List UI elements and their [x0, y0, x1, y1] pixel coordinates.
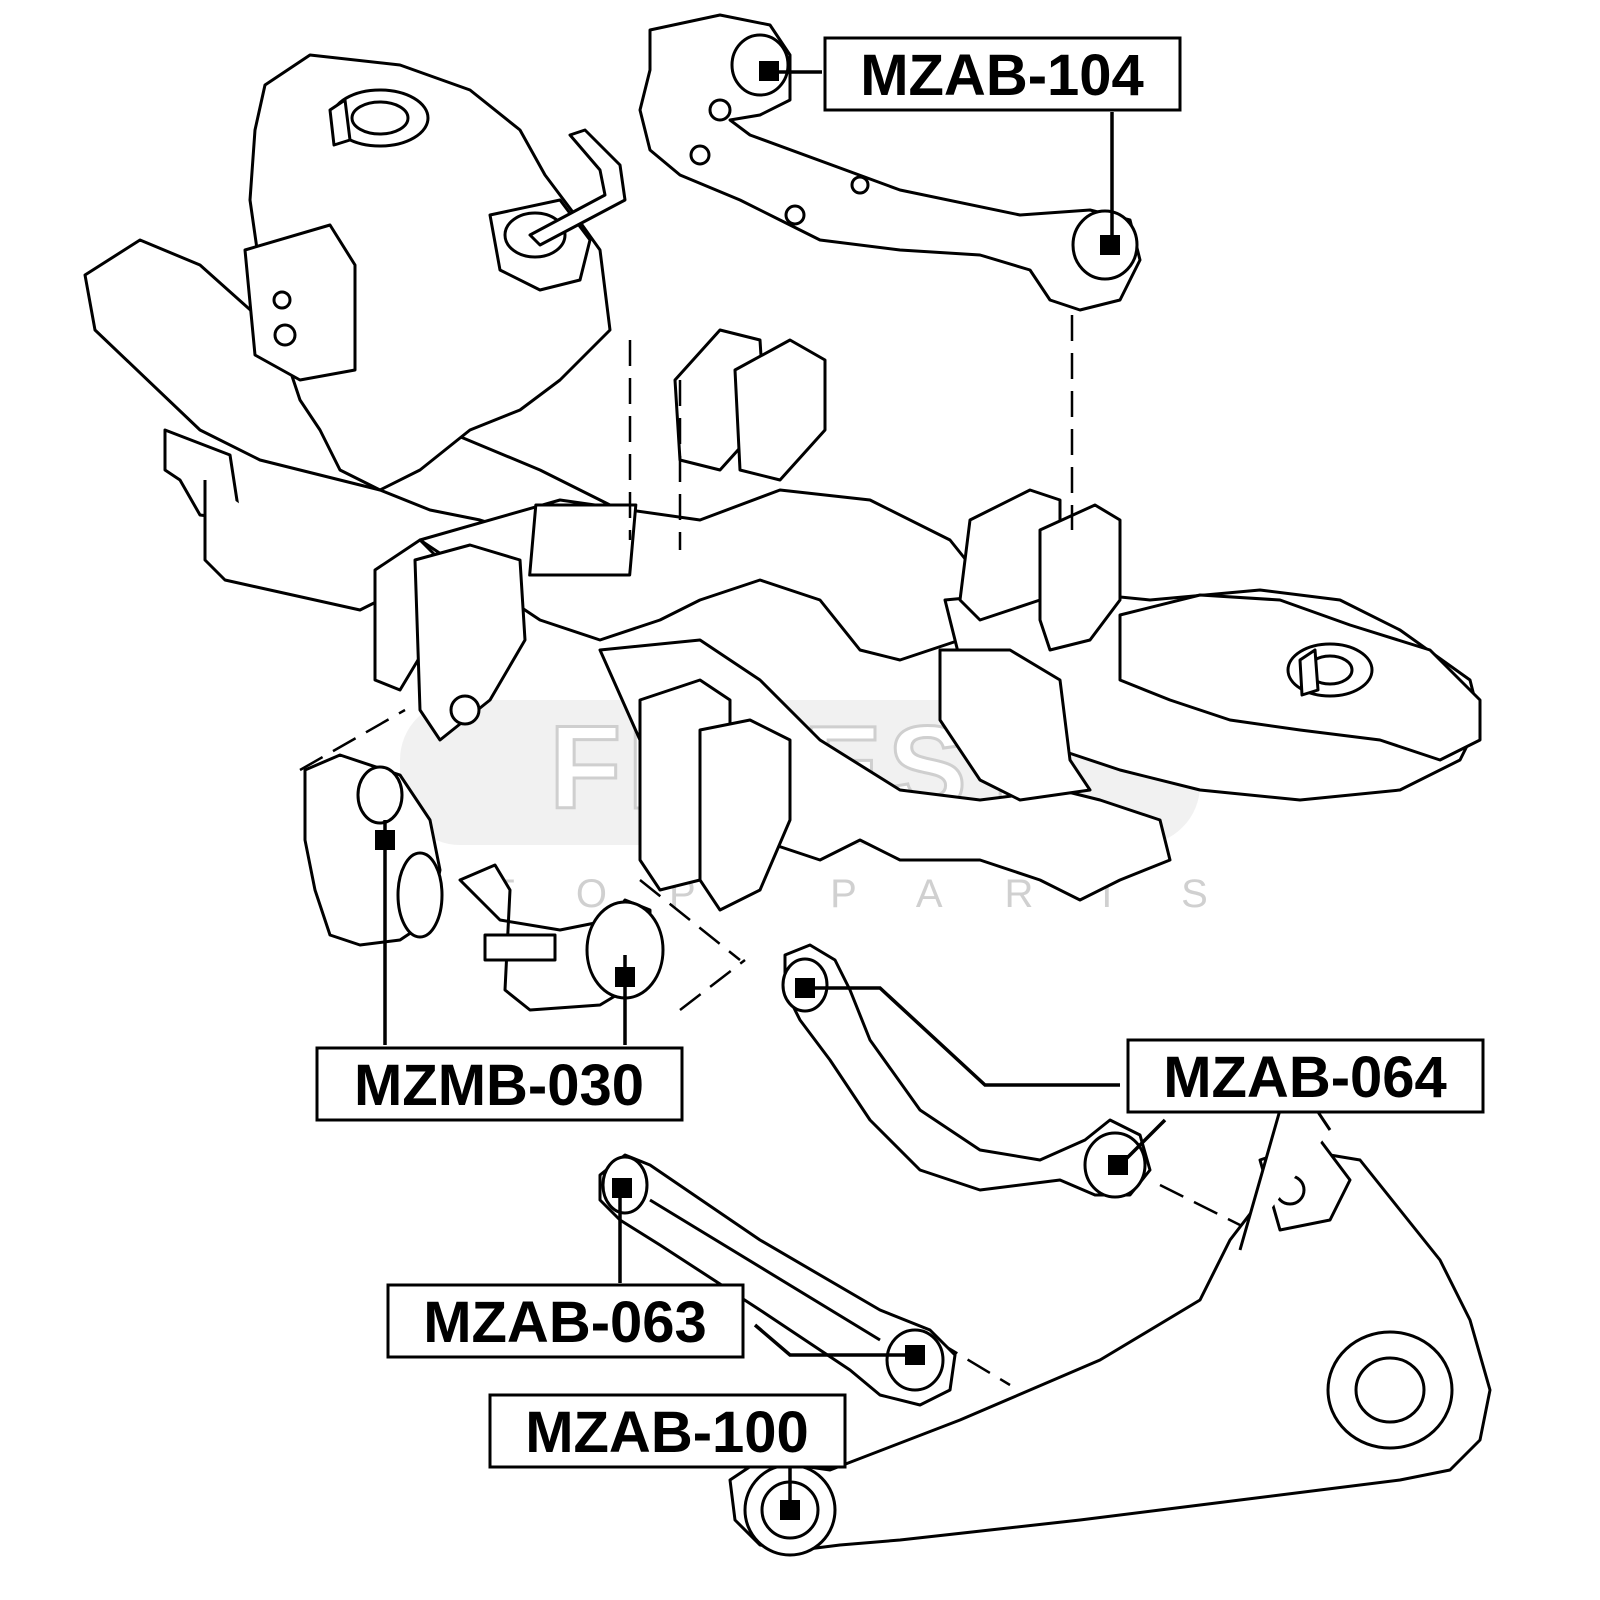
marker-mzab-063-front [612, 1178, 632, 1198]
subframe [83, 238, 1482, 902]
marker-mzab-104-front [759, 61, 779, 81]
label-text-mzab-100: MZAB-100 [525, 1400, 809, 1465]
label-text-mzab-063: MZAB-063 [423, 1290, 707, 1355]
mount-bushing-left [303, 753, 665, 1012]
marker-mzab-064-front [795, 978, 815, 998]
marker-mzab-100 [780, 1500, 800, 1520]
label-text-mzab-064: MZAB-064 [1163, 1045, 1447, 1110]
marker-mzab-063-rear [905, 1345, 925, 1365]
lower-control-arm [781, 943, 1152, 1199]
label-text-mzmb-030: MZMB-030 [354, 1053, 644, 1118]
marker-mzmb-030-left [375, 830, 395, 850]
upper-left-mount [243, 53, 627, 492]
center-brackets [373, 328, 1122, 912]
marker-mzab-104-rear [1100, 235, 1120, 255]
bushing-markers [375, 61, 1128, 1520]
label-mzab-064: MZAB-064 [1126, 1038, 1485, 1114]
marker-mzmb-030-right [615, 967, 635, 987]
marker-mzab-064-rear [1108, 1155, 1128, 1175]
label-mzab-100: MZAB-100 [488, 1393, 847, 1469]
label-mzmb-030: MZMB-030 [315, 1046, 684, 1122]
label-mzab-063: MZAB-063 [386, 1283, 745, 1359]
label-mzab-104: MZAB-104 [823, 36, 1182, 112]
label-text-mzab-104: MZAB-104 [860, 43, 1144, 108]
lateral-link [598, 1153, 957, 1407]
